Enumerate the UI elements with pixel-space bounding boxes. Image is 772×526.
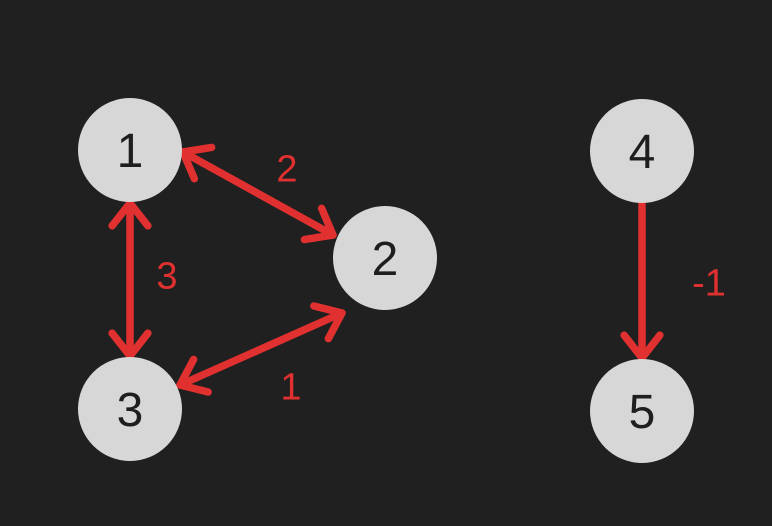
edge-3-2[interactable]: 1 xyxy=(176,302,346,408)
edge-line[interactable] xyxy=(179,148,337,239)
edge-1-3[interactable]: 3 xyxy=(108,199,178,360)
node-label: 2 xyxy=(372,233,399,286)
arrowhead-icon xyxy=(620,331,664,362)
node-1[interactable]: 1 xyxy=(78,98,182,202)
edge-weight-label[interactable]: 2 xyxy=(276,148,297,190)
node-circle[interactable] xyxy=(590,99,694,203)
node-circle[interactable] xyxy=(333,206,437,310)
arrowhead-icon xyxy=(300,204,337,244)
node-2[interactable]: 2 xyxy=(333,206,437,310)
edge-weight-label[interactable]: 1 xyxy=(280,366,301,408)
node-circle[interactable] xyxy=(590,359,694,463)
node-label: 5 xyxy=(629,386,656,439)
arrowhead-icon xyxy=(310,302,346,343)
node-3[interactable]: 3 xyxy=(78,357,182,461)
node-label: 3 xyxy=(117,384,144,437)
arrowhead-icon xyxy=(108,199,152,230)
edge-weight-label[interactable]: -1 xyxy=(692,262,726,304)
edge-weight-label[interactable]: 3 xyxy=(156,255,177,297)
arrowhead-icon xyxy=(108,329,152,360)
edge-1-2[interactable]: 2 xyxy=(179,143,337,244)
arrowhead-icon xyxy=(176,355,212,396)
edge-4-5[interactable]: -1 xyxy=(620,200,726,362)
node-label: 4 xyxy=(629,126,656,179)
node-circle[interactable] xyxy=(78,357,182,461)
edge-line[interactable] xyxy=(176,309,346,389)
arrowhead-icon xyxy=(179,143,216,183)
node-label: 1 xyxy=(117,125,144,178)
node-5[interactable]: 5 xyxy=(590,359,694,463)
node-4[interactable]: 4 xyxy=(590,99,694,203)
node-circle[interactable] xyxy=(78,98,182,202)
